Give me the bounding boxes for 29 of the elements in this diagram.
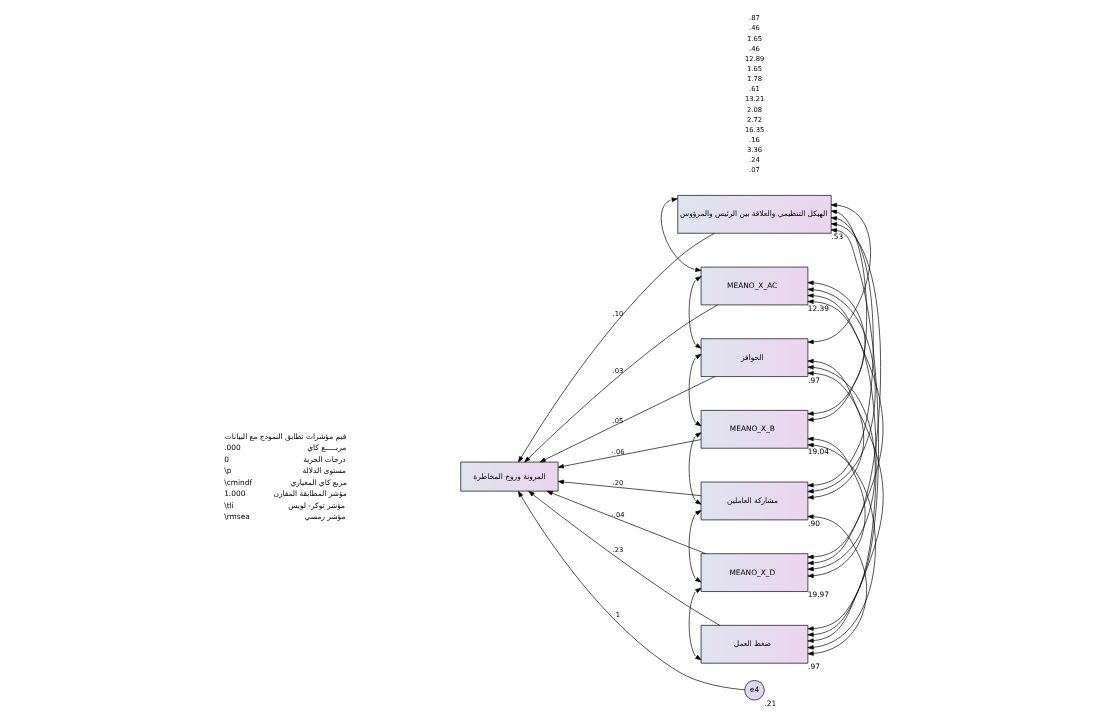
arrow: [807, 365, 876, 572]
arrow: [807, 228, 879, 631]
arrow: [807, 299, 876, 637]
arrow: [807, 442, 876, 650]
arrow: [807, 280, 865, 422]
arrow: [517, 232, 715, 463]
arrow: [557, 479, 701, 496]
arrow: [807, 202, 871, 345]
arrow: [688, 432, 701, 505]
arrow: [523, 304, 718, 463]
arrow: [807, 359, 864, 500]
arrow: [807, 216, 874, 488]
arrow: [807, 436, 865, 578]
arrow: [807, 293, 883, 566]
arrow: [807, 371, 883, 643]
arrow: [517, 490, 745, 691]
arrow: [688, 276, 701, 349]
arrow: [807, 287, 876, 494]
arrow: [527, 490, 720, 626]
arrow: [688, 587, 701, 661]
arrow: [546, 490, 706, 554]
arrow: [688, 353, 701, 427]
arrow: [688, 510, 701, 583]
arrow: [807, 209, 867, 416]
arrow: [807, 514, 867, 656]
arrow: [660, 197, 701, 272]
arrow: [807, 222, 881, 560]
arrow: [539, 376, 715, 463]
arrow: [557, 439, 701, 469]
